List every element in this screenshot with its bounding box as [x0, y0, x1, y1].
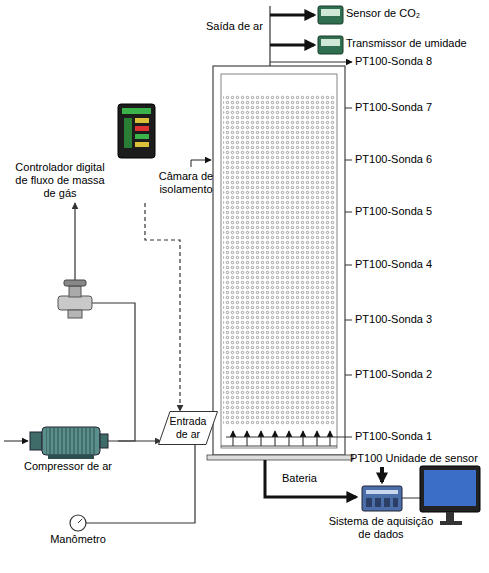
pressure-regulator-icon: [58, 280, 92, 318]
node-text: Controlador digital de fluxo de massa de…: [9, 161, 111, 200]
node-text: Sistema de aquisição de dados: [327, 515, 435, 541]
parallelogram-shape: [159, 412, 218, 445]
manometer-icon: [70, 515, 114, 531]
air-line: [114, 445, 195, 523]
outlet-label: Saída de ar: [206, 20, 263, 33]
sensor-unit-arrow: [380, 467, 384, 482]
air-distributor-arrows: [233, 431, 330, 446]
leader-line: [191, 160, 211, 167]
probe-label: PT100-Sonda 5: [355, 205, 432, 218]
compressor-box: Compressor de ar: [18, 422, 118, 475]
insulation-label: Câmara de isolamento: [158, 170, 214, 196]
node-text: Sensor de CO₂: [346, 7, 482, 20]
inlet-parallelogram: Entrada de ar: [158, 411, 218, 445]
flow-controller-box: Controlador digital de fluxo de massa de…: [5, 103, 155, 203]
packed-column: [207, 66, 353, 460]
air-line: [145, 203, 180, 411]
probe-label: PT100-Sonda 8: [355, 55, 432, 68]
mass-flow-controller-icon: [118, 104, 155, 158]
air-line: [75, 203, 135, 441]
data-acquisition-icon: [362, 486, 420, 511]
battery-label: Bateria: [282, 472, 317, 485]
manometer-box: Manômetro: [42, 513, 114, 548]
sensor-box: Sensor de CO₂: [316, 4, 484, 23]
sensor-unit-label: PT100 Unidade de sensor: [350, 452, 478, 465]
probe-label: PT100-Sonda 4: [355, 258, 432, 271]
node-text: Manômetro: [44, 533, 112, 546]
node-text: Transmissor de umidade: [346, 37, 482, 50]
probe-label: PT100-Sonda 1: [355, 430, 432, 443]
co2-sensor-icon: [318, 6, 343, 24]
humidity-transmitter-icon: [318, 36, 343, 54]
probe-label: PT100-Sonda 3: [355, 313, 432, 326]
air-outlet-pipe: [270, 6, 314, 66]
temperature-probes: [226, 62, 352, 437]
acquisition-box: Sistema de aquisição de dados: [325, 482, 437, 543]
node-text: Entrada de ar: [167, 415, 209, 441]
air-line: [118, 440, 161, 441]
probe-label: PT100-Sonda 7: [355, 101, 432, 114]
probe-label: PT100-Sonda 6: [355, 153, 432, 166]
transmitter-box: Transmissor de umidade: [316, 34, 484, 53]
air-compressor-icon: [4, 427, 118, 459]
probe-label: PT100-Sonda 2: [355, 368, 432, 381]
node-text: Compressor de ar: [20, 460, 116, 473]
battery-wire: [265, 460, 356, 497]
